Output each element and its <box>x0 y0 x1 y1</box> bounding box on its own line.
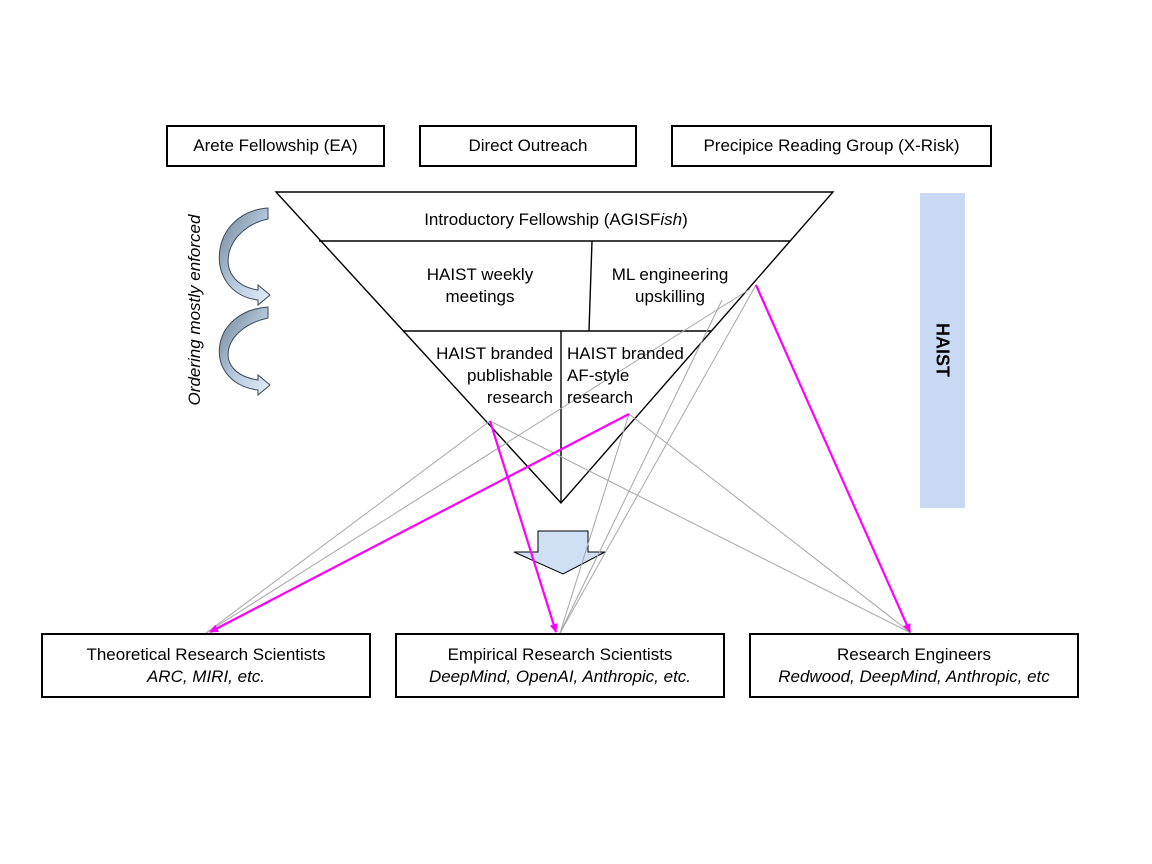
source-label: Direct Outreach <box>468 136 588 155</box>
weak-link <box>205 420 491 634</box>
ordering-curve-arrow-2 <box>219 306 271 397</box>
weak-link <box>489 420 912 634</box>
source-box-arete: Arete Fellowship (EA) <box>166 125 385 167</box>
outcome-box-empirical: Empirical Research Scientists DeepMind, … <box>395 633 725 698</box>
ordering-label: Ordering mostly enforced <box>185 214 204 406</box>
funnel-outline <box>274 191 835 505</box>
strong-link <box>209 413 630 633</box>
strong-link <box>754 284 912 633</box>
haist-label: HAIST <box>932 323 953 377</box>
funnel-divider-vertical-upper <box>588 240 593 332</box>
funnel-intro-label: Introductory Fellowship (AGISFish) <box>424 210 688 229</box>
weak-link <box>559 284 757 634</box>
funnel-weekly-meetings-label: HAIST weekly meetings <box>426 265 534 306</box>
outcome-orgs: Redwood, DeepMind, Anthropic, etc <box>778 666 1050 686</box>
outcome-title: Empirical Research Scientists <box>447 644 673 664</box>
weak-link <box>205 288 751 634</box>
funnel-publishable-research-label: HAIST branded publishable research <box>436 344 553 407</box>
outcome-title: Research Engineers <box>836 644 992 664</box>
outcome-title: Theoretical Research Scientists <box>86 644 326 664</box>
funnel-af-style-research-label: HAIST branded AF-style research <box>567 344 684 407</box>
funnel-ml-upskilling-label: ML engineering upskilling <box>611 265 729 306</box>
source-box-precipice: Precipice Reading Group (X-Risk) <box>671 125 992 167</box>
ordering-curve-arrow-1 <box>218 207 271 307</box>
source-label: Precipice Reading Group (X-Risk) <box>703 136 960 155</box>
weak-link <box>559 413 630 634</box>
outcome-box-theoretical: Theoretical Research Scientists ARC, MIR… <box>41 633 371 698</box>
source-label: Arete Fellowship (EA) <box>193 136 358 155</box>
weak-link <box>559 299 723 634</box>
outcome-orgs: DeepMind, OpenAI, Anthropic, etc. <box>428 666 692 686</box>
weak-link <box>628 413 912 634</box>
weak-links <box>205 284 912 634</box>
outcome-orgs: ARC, MIRI, etc. <box>146 666 266 686</box>
haist-bar <box>920 193 965 508</box>
outcome-box-engineers: Research Engineers Redwood, DeepMind, An… <box>749 633 1079 698</box>
strong-link <box>488 420 558 633</box>
source-box-direct-outreach: Direct Outreach <box>419 125 637 167</box>
strong-links <box>209 284 912 633</box>
